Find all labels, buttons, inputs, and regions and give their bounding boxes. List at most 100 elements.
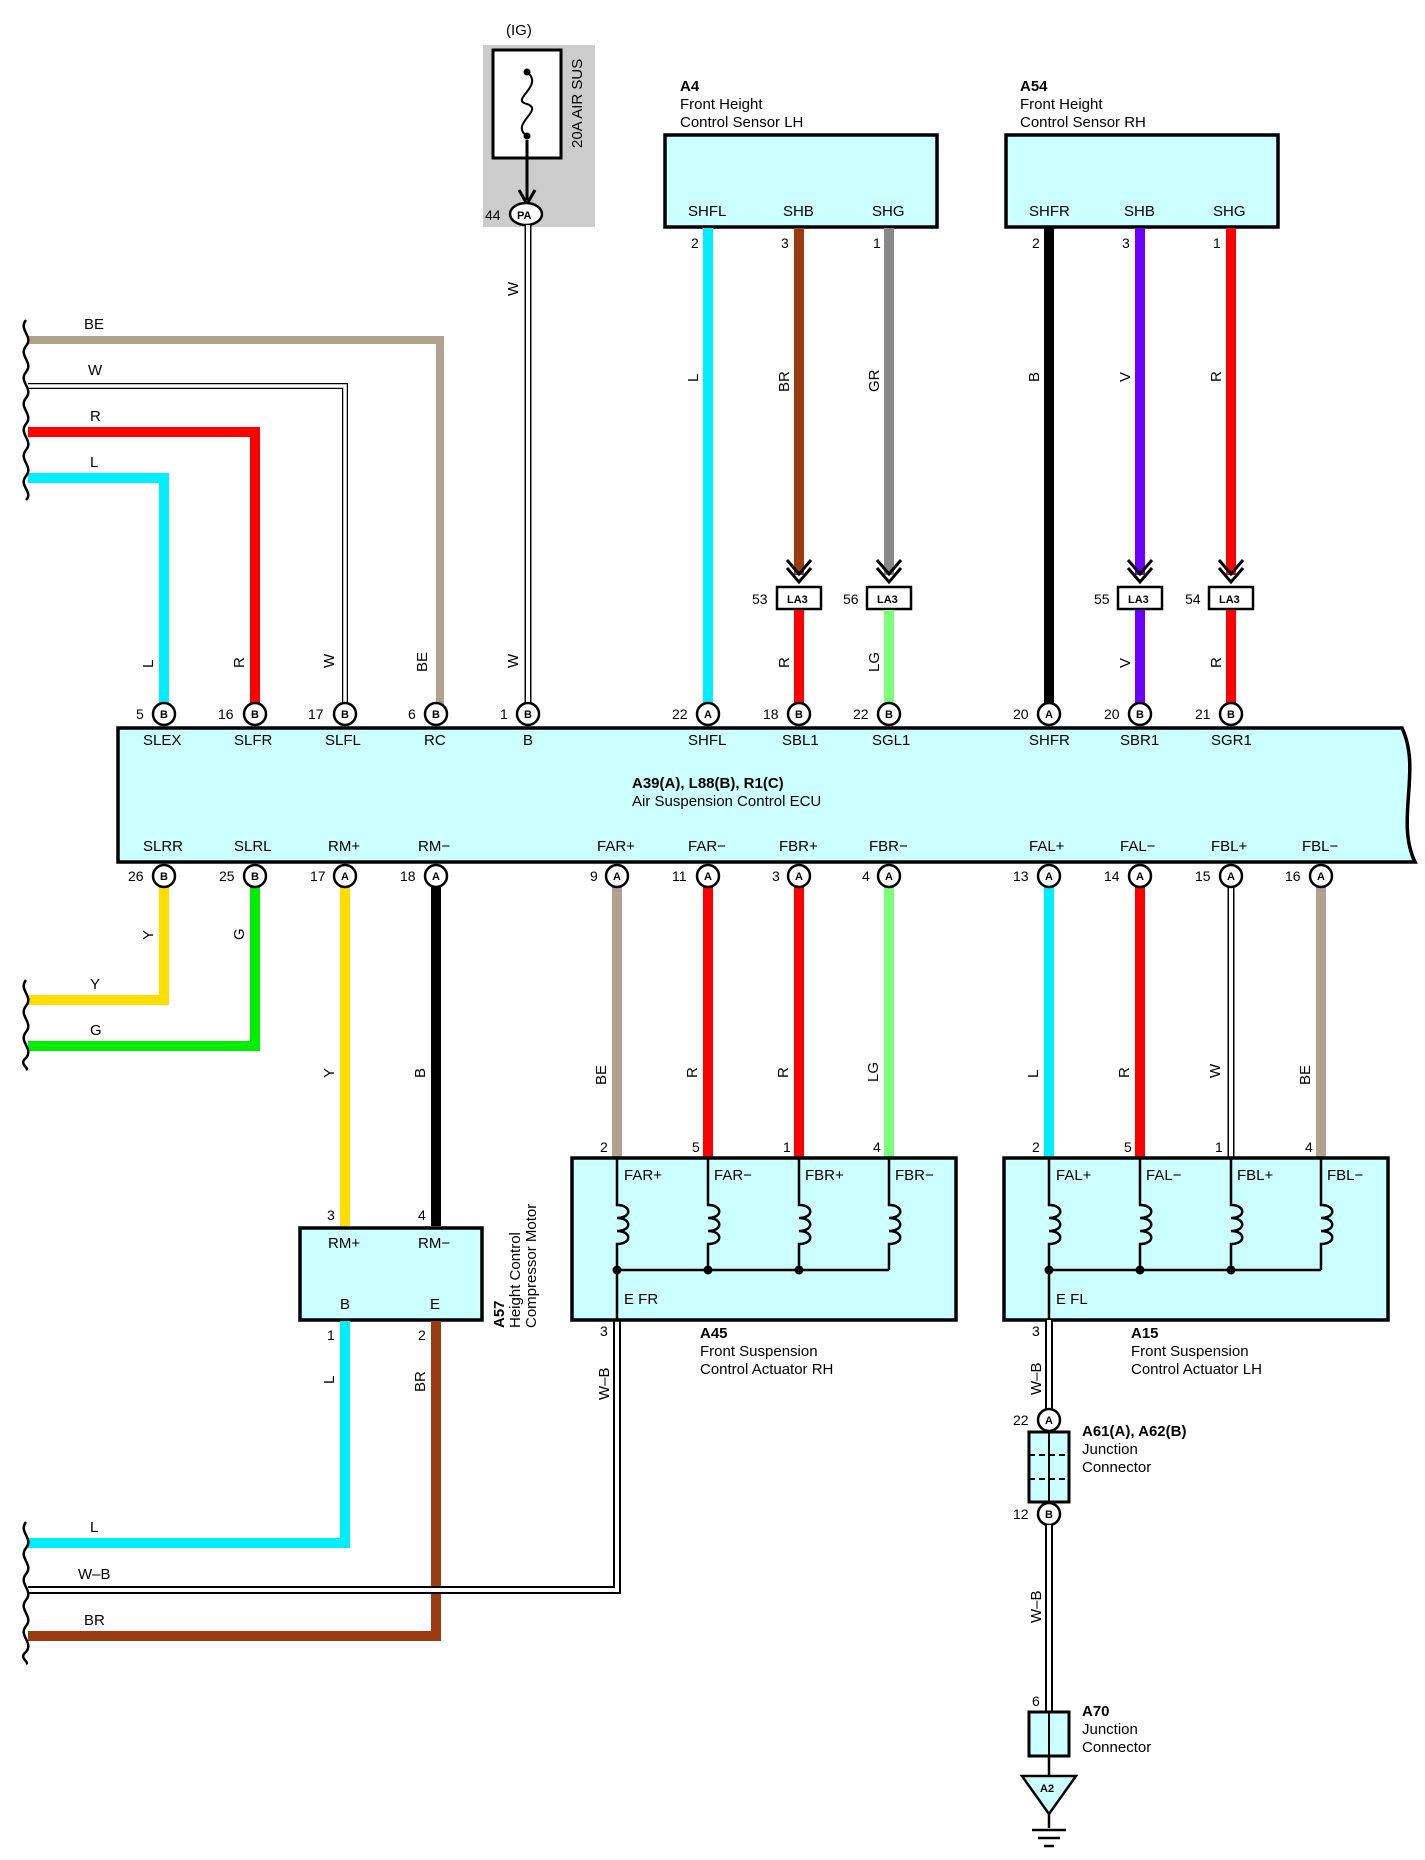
ecu-pin-fblm: A16 bbox=[1285, 863, 1334, 889]
a57-pin-rmm: RM− bbox=[418, 1235, 450, 1252]
ecu-pin-farp: A9 bbox=[590, 863, 630, 889]
ecu-label-fblm: FBL− bbox=[1302, 838, 1339, 855]
wire-color-shb: BR bbox=[776, 371, 793, 392]
a54-pin-shfr: SHFR bbox=[1029, 203, 1070, 220]
wire-l-slex bbox=[28, 473, 169, 706]
wire-color-slrr: Y bbox=[140, 930, 157, 940]
wire-w-fuse: W W bbox=[505, 225, 532, 706]
wire-color-fuse-top: W bbox=[505, 281, 522, 296]
a54-pin-shg: SHG bbox=[1213, 203, 1246, 220]
a57-num-rmp: 3 bbox=[327, 1207, 335, 1223]
svg-text:17: 17 bbox=[310, 868, 326, 884]
svg-text:A: A bbox=[1136, 871, 1144, 883]
svg-text:A: A bbox=[1045, 709, 1053, 721]
ecu-pin-slrl: B25 bbox=[219, 863, 268, 889]
fuse-block: (IG) 20A AIR SUS 44 PA bbox=[483, 22, 595, 227]
a15-ground-num: 3 bbox=[1032, 1323, 1040, 1339]
svg-text:SBL1: SBL1 bbox=[782, 732, 819, 749]
a57-line2: Compressor Motor bbox=[523, 1204, 540, 1328]
wire-color-a54-shg: R bbox=[1208, 371, 1225, 382]
a15-term-2: FBL+ bbox=[1237, 1167, 1274, 1184]
wire-color-fblm: BE bbox=[1297, 1065, 1314, 1085]
a15-term-1: FAL− bbox=[1146, 1167, 1182, 1184]
svg-text:A: A bbox=[1227, 871, 1235, 883]
ecu-label-fbrm: FBR− bbox=[869, 838, 908, 855]
ecu-pin-falp: A13 bbox=[1013, 863, 1062, 889]
a61-line2: Connector bbox=[1082, 1459, 1151, 1476]
a57-box bbox=[298, 1226, 484, 1322]
ecu-label-falp: FAL+ bbox=[1029, 838, 1065, 855]
a61-top-num: 22 bbox=[1013, 1412, 1029, 1428]
ecu-label-slrl: SLRL bbox=[234, 838, 272, 855]
svg-text:B: B bbox=[1227, 709, 1235, 721]
a4-pin-shfl: SHFL bbox=[688, 203, 726, 220]
wire-w-slfl bbox=[28, 384, 347, 706]
ecu-pin-sbr1: B 20 SBR1 bbox=[1104, 701, 1159, 749]
la3-54-name: LA3 bbox=[1219, 594, 1240, 606]
la3-54-num: 54 bbox=[1185, 591, 1201, 607]
la3-55-name: LA3 bbox=[1128, 594, 1149, 606]
ecu-pin-sgl1: B 22 SGL1 bbox=[853, 701, 910, 749]
ecu-label-rmm: RM− bbox=[418, 838, 450, 855]
a45-num-0: 2 bbox=[600, 1139, 608, 1155]
a4-pin-shb: SHB bbox=[783, 203, 814, 220]
la3-54-box bbox=[1207, 585, 1255, 611]
a54-line1: Front Height bbox=[1020, 96, 1103, 113]
ecu-pin-b: B 1 B bbox=[500, 701, 541, 749]
ecu-pin-sgr1: B 21 SGR1 bbox=[1195, 701, 1252, 749]
ecu-pin-fblp: A 15 bbox=[1195, 863, 1244, 889]
svg-text:22: 22 bbox=[672, 706, 688, 722]
a4-line2: Control Sensor LH bbox=[680, 114, 803, 131]
la3-53-name: LA3 bbox=[787, 594, 808, 606]
ecu-label-falm: FAL− bbox=[1120, 838, 1156, 855]
a15-line2: Control Actuator LH bbox=[1131, 1361, 1262, 1378]
actuator-a15: 2 5 1 4 FAL+ FAL− FBL+ FBL− E FL 3 A15 F… bbox=[1002, 1139, 1390, 1378]
ecu-pin-rmp: A17 bbox=[310, 863, 358, 889]
svg-text:A: A bbox=[613, 871, 621, 883]
la3-56-name: LA3 bbox=[877, 594, 898, 606]
a45-num-2: 1 bbox=[783, 1139, 791, 1155]
wire-label-g: G bbox=[90, 1022, 102, 1039]
junction-a70: 6 A70 Junction Connector A2 bbox=[1019, 1693, 1151, 1848]
a45-ground-label: E FR bbox=[624, 1291, 658, 1308]
a4-pin-shg: SHG bbox=[872, 203, 905, 220]
a15-num-1: 5 bbox=[1124, 1139, 1132, 1155]
a61-top-conn: A bbox=[1045, 1415, 1053, 1427]
a57-num-b: 1 bbox=[327, 1327, 335, 1343]
svg-text:4: 4 bbox=[862, 868, 870, 884]
a54-code: A54 bbox=[1020, 78, 1048, 95]
svg-text:SGR1: SGR1 bbox=[1211, 732, 1252, 749]
svg-text:5: 5 bbox=[136, 706, 144, 722]
a54-line2: Control Sensor RH bbox=[1020, 114, 1146, 131]
wire-r-slfr bbox=[28, 427, 260, 706]
ecu-pin-rmm: A18 bbox=[400, 863, 449, 889]
fuse-name: 20A AIR SUS bbox=[569, 59, 586, 148]
svg-text:6: 6 bbox=[408, 706, 416, 722]
ecu-pin-rc: B 6 RC bbox=[408, 701, 449, 749]
a45-term-0: FAR+ bbox=[624, 1167, 662, 1184]
wire-color-slfl: W bbox=[321, 653, 338, 668]
wire-label-bot-wb: W–B bbox=[78, 1566, 111, 1583]
wire-y-slrr bbox=[28, 876, 169, 1005]
svg-text:B: B bbox=[1136, 709, 1144, 721]
wire-label-r: R bbox=[90, 408, 101, 425]
svg-text:B: B bbox=[251, 709, 259, 721]
ecu-pin-slrr: B26 bbox=[128, 863, 177, 889]
la3-56-num: 56 bbox=[843, 591, 859, 607]
a70-num: 6 bbox=[1032, 1693, 1040, 1709]
a15-num-0: 2 bbox=[1032, 1139, 1040, 1155]
svg-text:13: 13 bbox=[1013, 868, 1029, 884]
la3-53-arrow-icon bbox=[785, 559, 813, 585]
sensor-a4: A4 Front Height Control Sensor LH SHFL S… bbox=[663, 78, 939, 251]
wire-label-bot-br: BR bbox=[84, 1612, 105, 1629]
ecu-title: A39(A), L88(B), R1(C) bbox=[632, 775, 784, 792]
a54-num-shfr: 2 bbox=[1032, 235, 1040, 251]
a45-num-3: 4 bbox=[873, 1139, 881, 1155]
a45-term-1: FAR− bbox=[714, 1167, 752, 1184]
svg-text:15: 15 bbox=[1195, 868, 1211, 884]
svg-text:B: B bbox=[251, 871, 259, 883]
la3-55-arrow-icon bbox=[1126, 559, 1154, 585]
a15-num-2: 1 bbox=[1215, 1139, 1223, 1155]
a57-line1: Height Control bbox=[507, 1232, 524, 1328]
